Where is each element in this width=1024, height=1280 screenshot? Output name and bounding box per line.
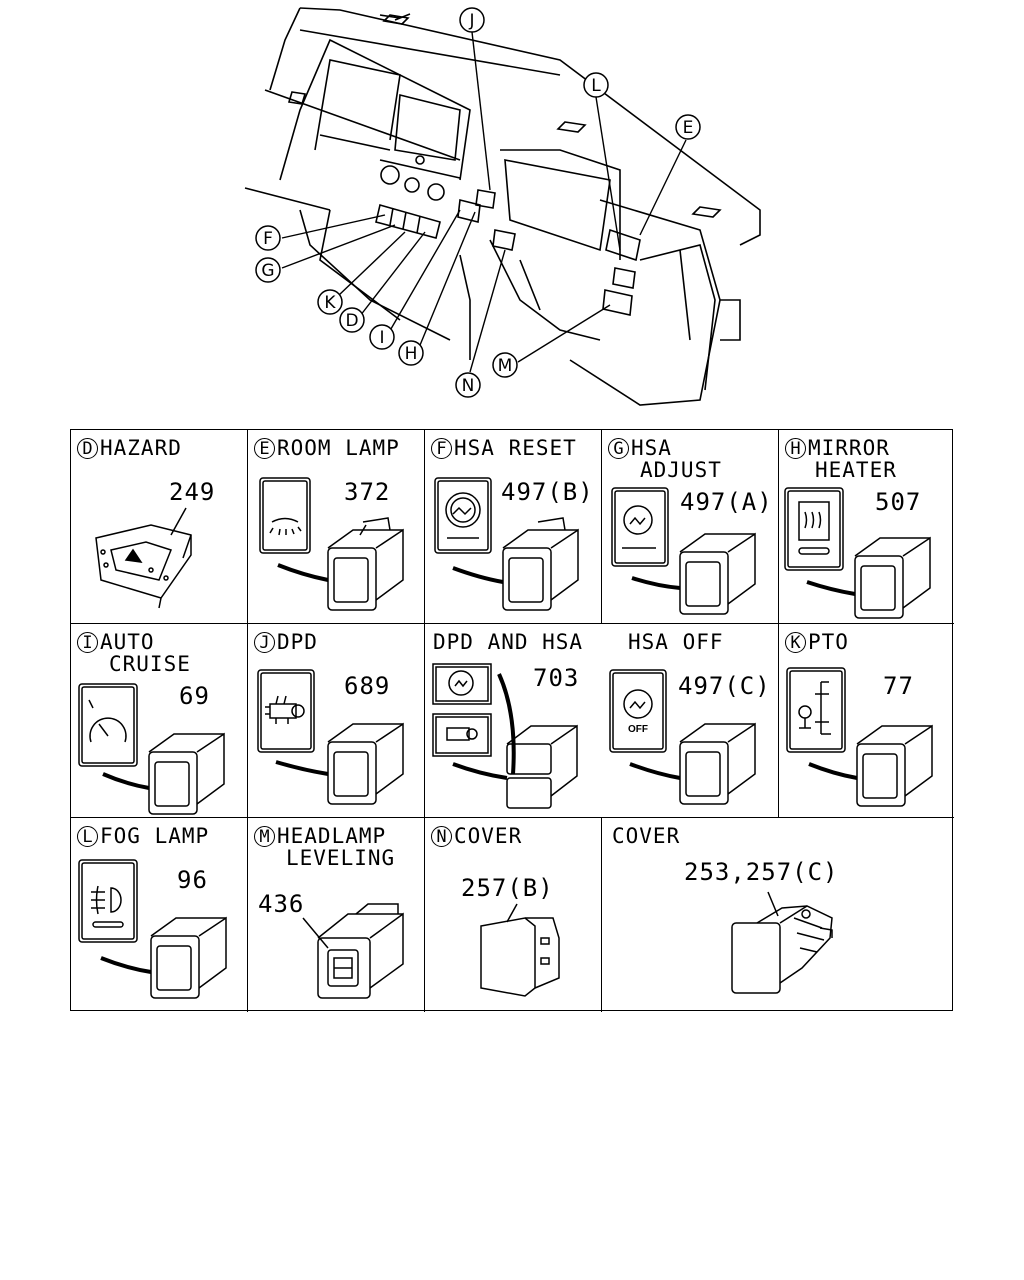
part-number: 436: [258, 890, 305, 918]
hsa-adjust-switch-icon: [611, 487, 756, 615]
part-number: 507: [875, 488, 922, 516]
cell-title: COVER: [454, 824, 523, 848]
dpd-and-hsa-switch-icon: [432, 663, 578, 809]
hsa-reset-switch-icon: [434, 477, 579, 611]
cover-blank-icon: [480, 903, 560, 997]
svg-text:N: N: [462, 376, 475, 396]
callout-k: K: [317, 289, 343, 315]
off-label: OFF: [628, 724, 648, 735]
callout-e: E: [675, 114, 701, 140]
cell-letter: H: [785, 438, 806, 459]
part-number: 257(B): [461, 874, 554, 902]
cell-hsa-off: HSA OFF 497(C) OFF: [602, 624, 779, 818]
cell-title: AUTO: [100, 630, 155, 654]
dashboard-outline: [244, 7, 761, 406]
cell-letter: D: [77, 438, 98, 459]
part-number: 703: [533, 664, 580, 692]
hazard-switch-icon: [95, 507, 192, 609]
cell-cover: COVER 253,257(C): [602, 818, 954, 1012]
svg-text:E: E: [683, 118, 694, 138]
cell-title: FOG LAMP: [100, 824, 210, 848]
callout-d: D: [339, 307, 365, 333]
cell-title: MIRROR: [808, 436, 890, 460]
cell-title-line2: HEATER: [815, 458, 897, 482]
dashboard-overview-drawing: J L E F G K D I H N M: [244, 7, 761, 406]
svg-text:I: I: [379, 328, 384, 348]
svg-text:J: J: [468, 11, 474, 31]
svg-text:D: D: [345, 311, 358, 331]
svg-text:K: K: [324, 293, 336, 313]
callout-l: L: [583, 72, 609, 98]
cell-letter: F: [431, 438, 452, 459]
part-number: 497(A): [680, 488, 773, 516]
dpd-switch-icon: [257, 669, 404, 805]
mirror-heater-switch-icon: [784, 487, 931, 619]
cell-title: PTO: [808, 630, 849, 654]
cell-letter: I: [77, 632, 98, 653]
callout-h: H: [398, 340, 424, 366]
cell-letter: N: [431, 826, 452, 847]
cover-with-bracket-icon: [731, 891, 833, 994]
part-number: 249: [169, 478, 216, 506]
part-number: 253,257(C): [684, 858, 839, 886]
part-number: 96: [177, 866, 208, 894]
part-number: 689: [344, 672, 391, 700]
svg-text:M: M: [498, 356, 513, 376]
headlamp-leveling-switch-icon: [302, 903, 404, 999]
part-number: 497(C): [678, 672, 771, 700]
cell-letter: G: [608, 438, 629, 459]
part-number: 69: [179, 682, 210, 710]
callout-f: F: [255, 225, 281, 251]
cell-letter: J: [254, 632, 275, 653]
cell-letter: L: [77, 826, 98, 847]
cell-title: DPD: [277, 630, 318, 654]
callout-m: M: [492, 352, 518, 378]
svg-text:G: G: [261, 261, 274, 281]
cell-title: HAZARD: [100, 436, 182, 460]
part-number: 497(B): [501, 478, 594, 506]
cell-title-line2: CRUISE: [109, 652, 191, 676]
cell-title: HEADLAMP: [277, 824, 387, 848]
cell-letter: K: [785, 632, 806, 653]
cell-title-line2: ADJUST: [640, 458, 722, 482]
cell-title-line2: LEVELING: [286, 846, 396, 870]
svg-text:F: F: [263, 229, 273, 249]
cell-title: HSA RESET: [454, 436, 577, 460]
callout-i: I: [369, 324, 395, 350]
cell-title: ROOM LAMP: [277, 436, 400, 460]
hsa-off-switch-icon: OFF: [609, 669, 756, 805]
svg-text:L: L: [591, 76, 601, 96]
cell-title: COVER: [612, 824, 681, 848]
cell-title: HSA OFF: [628, 630, 724, 654]
callout-g: G: [255, 257, 281, 283]
fog-lamp-switch-icon: [78, 859, 227, 999]
room-lamp-switch-icon: [259, 477, 404, 611]
cell-letter: M: [254, 826, 275, 847]
part-number: 372: [344, 478, 391, 506]
cell-title: DPD AND HSA: [433, 630, 584, 654]
pto-switch-icon: [786, 667, 933, 807]
part-number: 77: [883, 672, 914, 700]
auto-cruise-switch-icon: [78, 683, 225, 815]
callout-j: J: [459, 7, 485, 33]
callout-n: N: [455, 372, 481, 398]
cell-letter: E: [254, 438, 275, 459]
svg-text:H: H: [405, 344, 418, 364]
cell-title: HSA: [631, 436, 672, 460]
cell-dpd-and-hsa: DPD AND HSA 703: [425, 624, 602, 818]
